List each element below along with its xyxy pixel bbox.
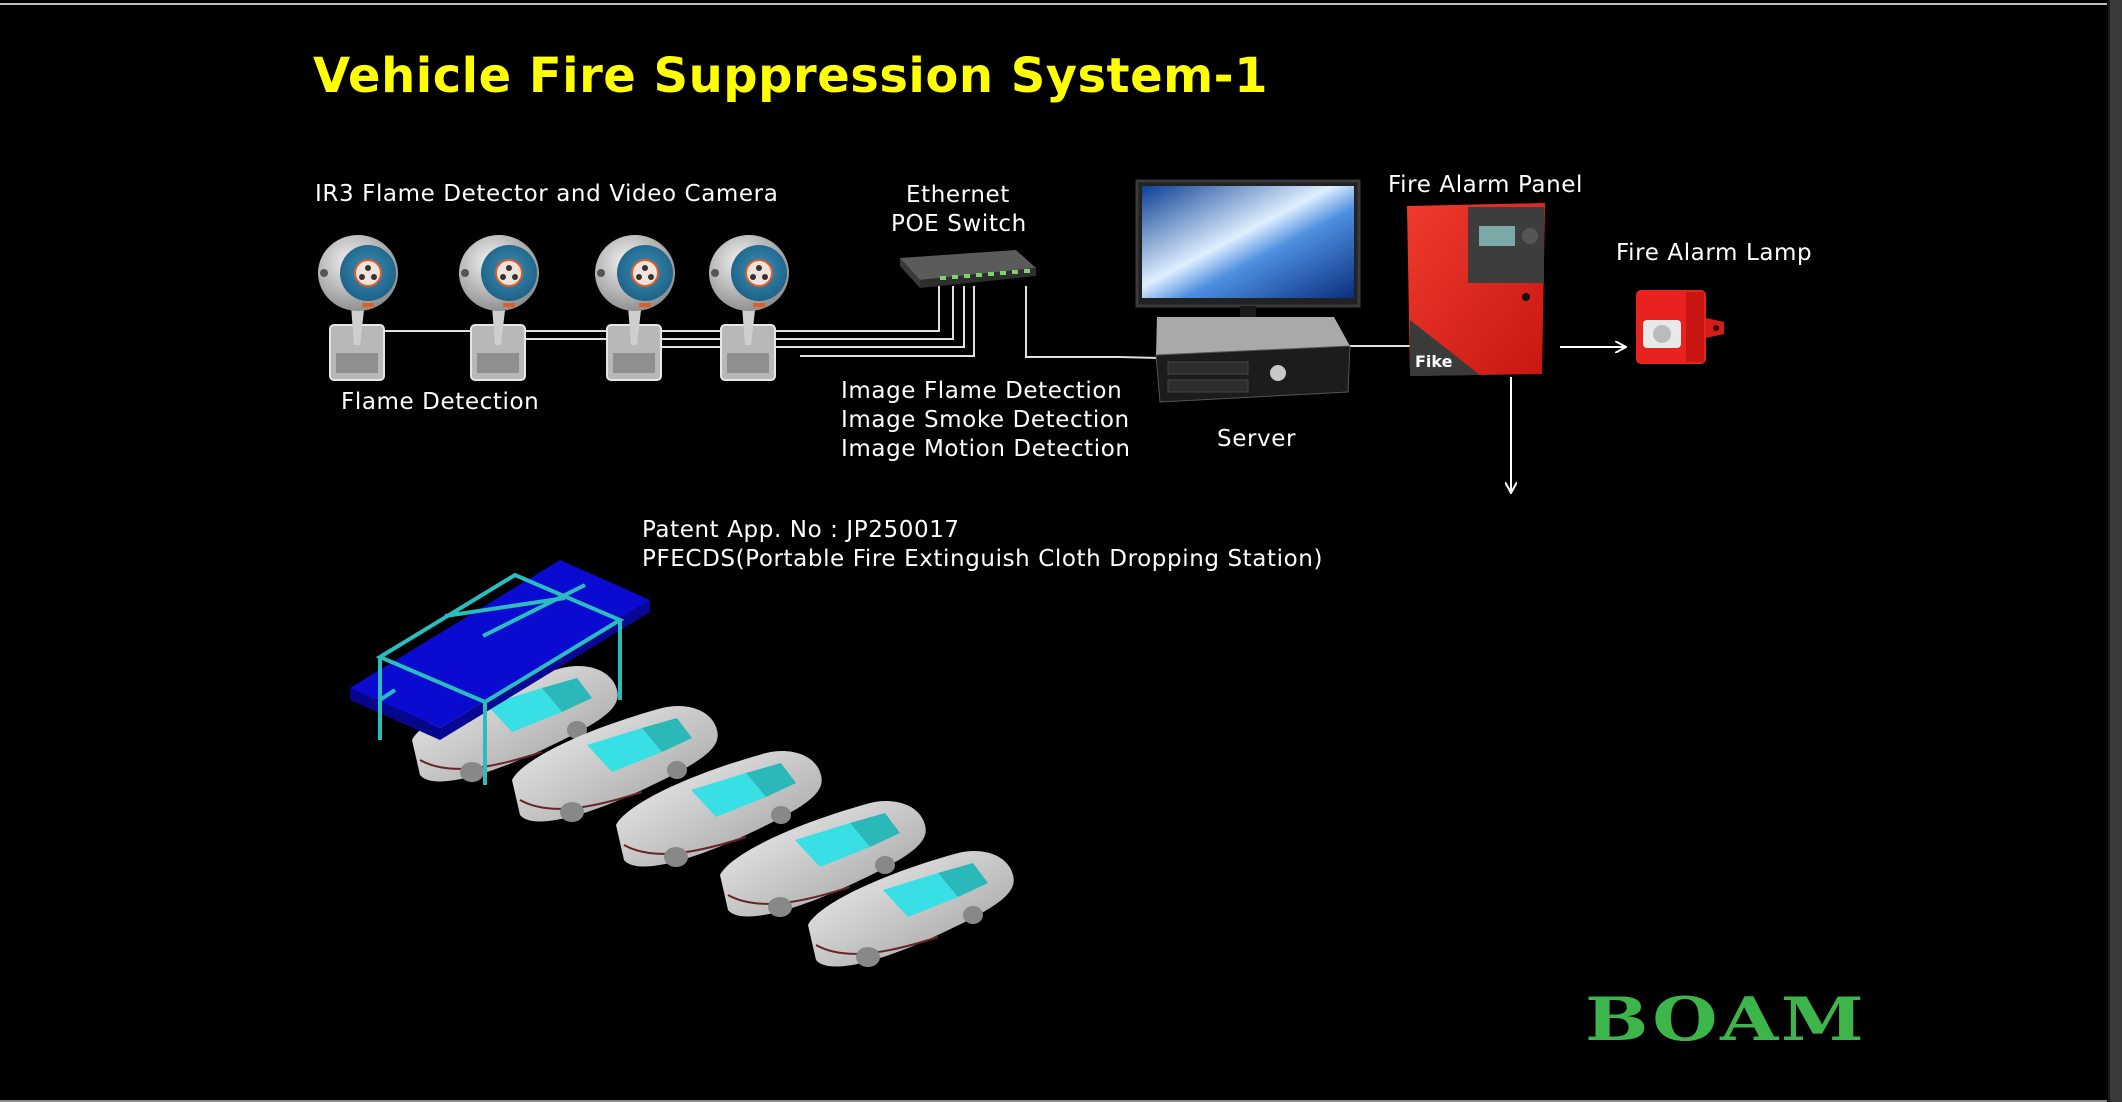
flame-detector-4 <box>708 234 790 381</box>
fire-alarm-panel: Fike <box>1407 203 1545 376</box>
detector-header-label: IR3 Flame Detector and Video Camera <box>315 181 779 207</box>
slide-canvas <box>0 3 2107 1102</box>
switch-label-line2: POE Switch <box>891 211 1027 237</box>
fire-alarm-lamp <box>1636 290 1724 364</box>
server-label: Server <box>1217 426 1297 452</box>
flame-detector-3 <box>594 234 676 381</box>
fire-alarm-lamp-label: Fire Alarm Lamp <box>1616 240 1813 266</box>
pfecds-canopy <box>350 560 650 785</box>
image-smoke-detection-label: Image Smoke Detection <box>841 407 1130 433</box>
pfecds-label: PFECDS(Portable Fire Extinguish Cloth Dr… <box>642 546 1324 572</box>
image-flame-detection-label: Image Flame Detection <box>841 378 1123 404</box>
server-computer <box>1135 179 1361 403</box>
fire-alarm-panel-label: Fire Alarm Panel <box>1388 172 1583 198</box>
slide-title: Vehicle Fire Suppression System-1 <box>313 48 1268 104</box>
scrollbar[interactable] <box>2108 0 2122 1102</box>
image-motion-detection-label: Image Motion Detection <box>841 436 1131 462</box>
poe-switch <box>900 250 1036 288</box>
switch-label-line1: Ethernet <box>906 182 1010 208</box>
patent-label: Patent App. No : JP250017 <box>642 517 960 543</box>
boam-logo: BOAM <box>1585 985 1867 1055</box>
flame-detector-2 <box>458 234 540 381</box>
vehicle-row <box>411 665 1015 968</box>
flame-detector-1 <box>317 234 399 381</box>
flame-detection-label: Flame Detection <box>341 389 540 415</box>
panel-brand: Fike <box>1415 352 1453 371</box>
